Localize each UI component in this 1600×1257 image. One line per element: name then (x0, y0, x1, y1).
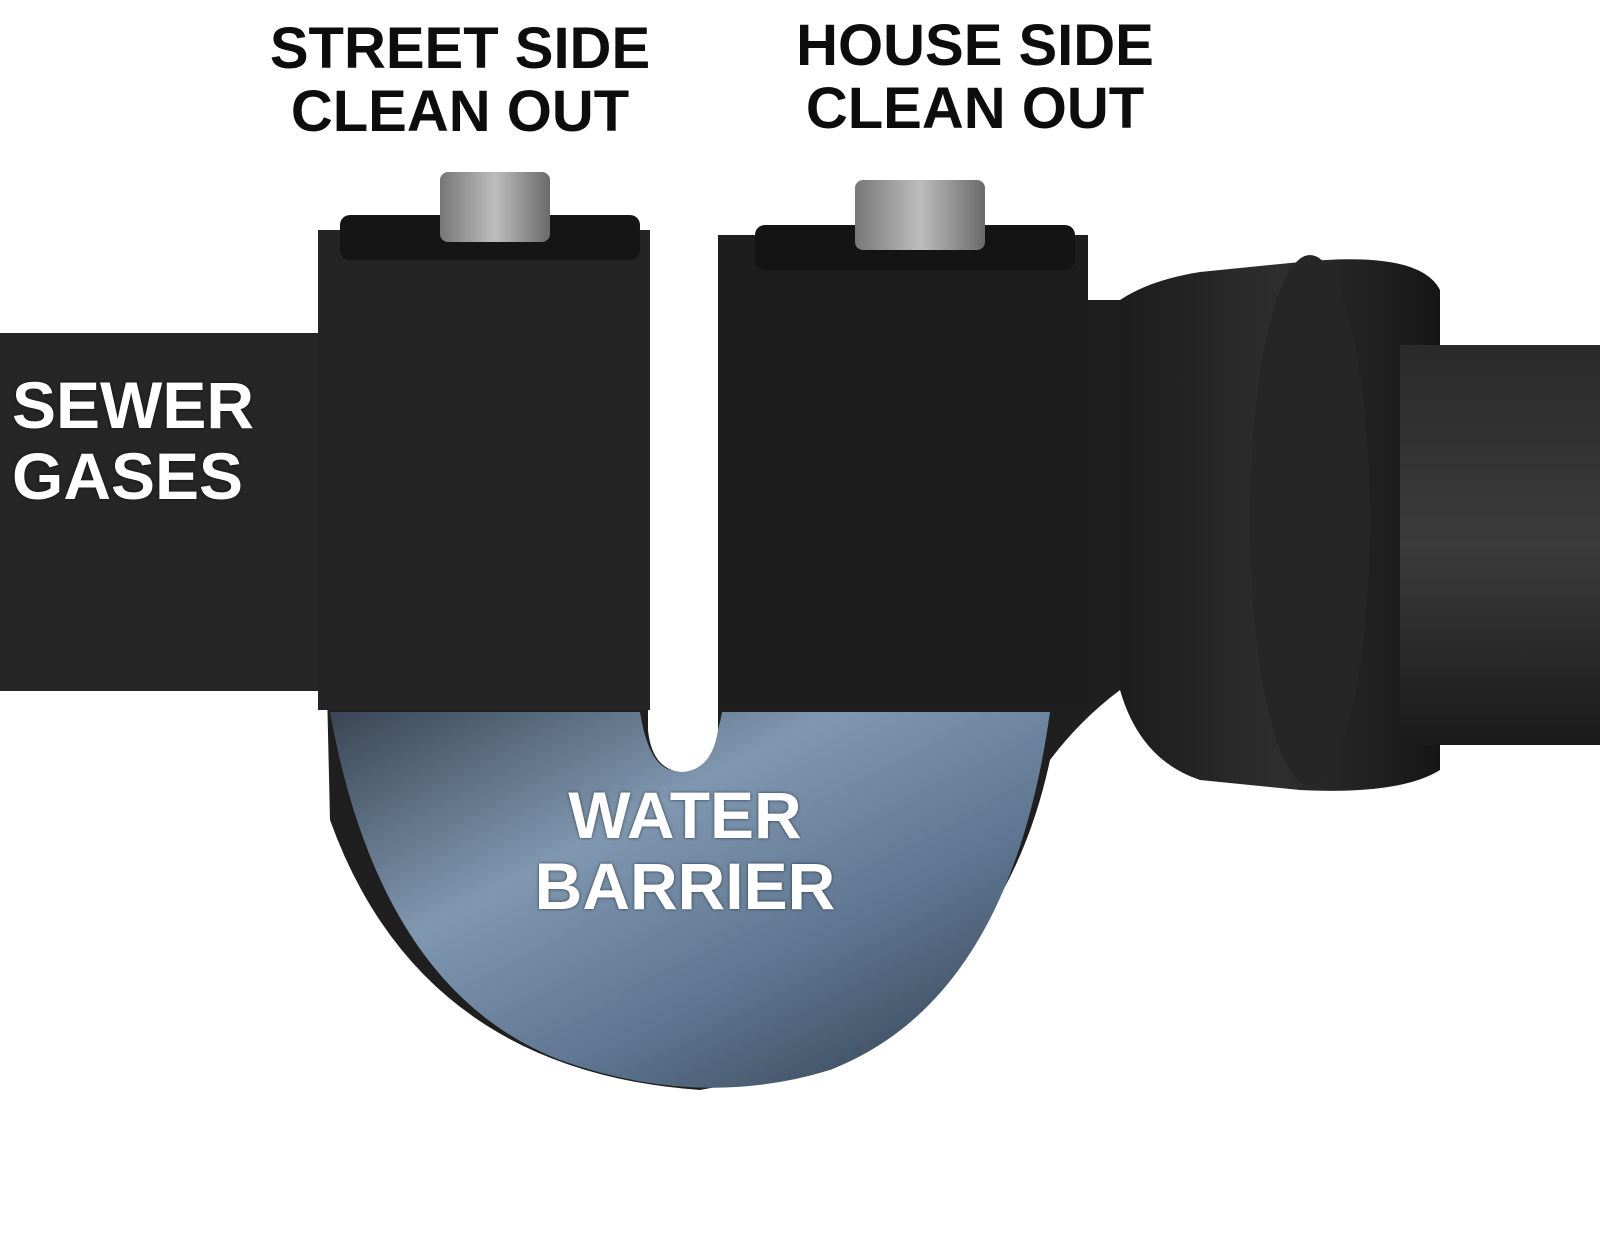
street-side-cleanout-label: STREET SIDE CLEAN OUT (230, 16, 690, 144)
water-barrier-label: WATER BARRIER (480, 778, 890, 924)
water-barrier-line2: BARRIER (534, 849, 836, 924)
street-cleanout-plug (440, 172, 550, 242)
street-cleanout-riser (318, 230, 650, 710)
street-cleanout-line1: STREET SIDE (269, 16, 651, 81)
sewer-gases-line2: GASES (12, 439, 244, 514)
house-cleanout-plug (855, 180, 985, 250)
trap-gap (648, 300, 718, 772)
water-barrier (330, 712, 1050, 1088)
sewer-gases-line1: SEWER (12, 368, 255, 442)
house-cleanout-line1: HOUSE SIDE (796, 13, 1154, 78)
water-barrier-line1: WATER (568, 778, 802, 852)
sewer-gases-label: SEWER GASES (12, 368, 255, 514)
street-cleanout-line2: CLEAN OUT (290, 78, 630, 144)
house-cleanout-line2: CLEAN OUT (805, 75, 1145, 141)
sewer-pipe (0, 333, 330, 691)
house-pipe (1400, 345, 1600, 745)
coupling-ring (1250, 255, 1370, 785)
house-cleanout-riser (718, 235, 1088, 710)
house-side-cleanout-label: HOUSE SIDE CLEAN OUT (755, 13, 1195, 141)
